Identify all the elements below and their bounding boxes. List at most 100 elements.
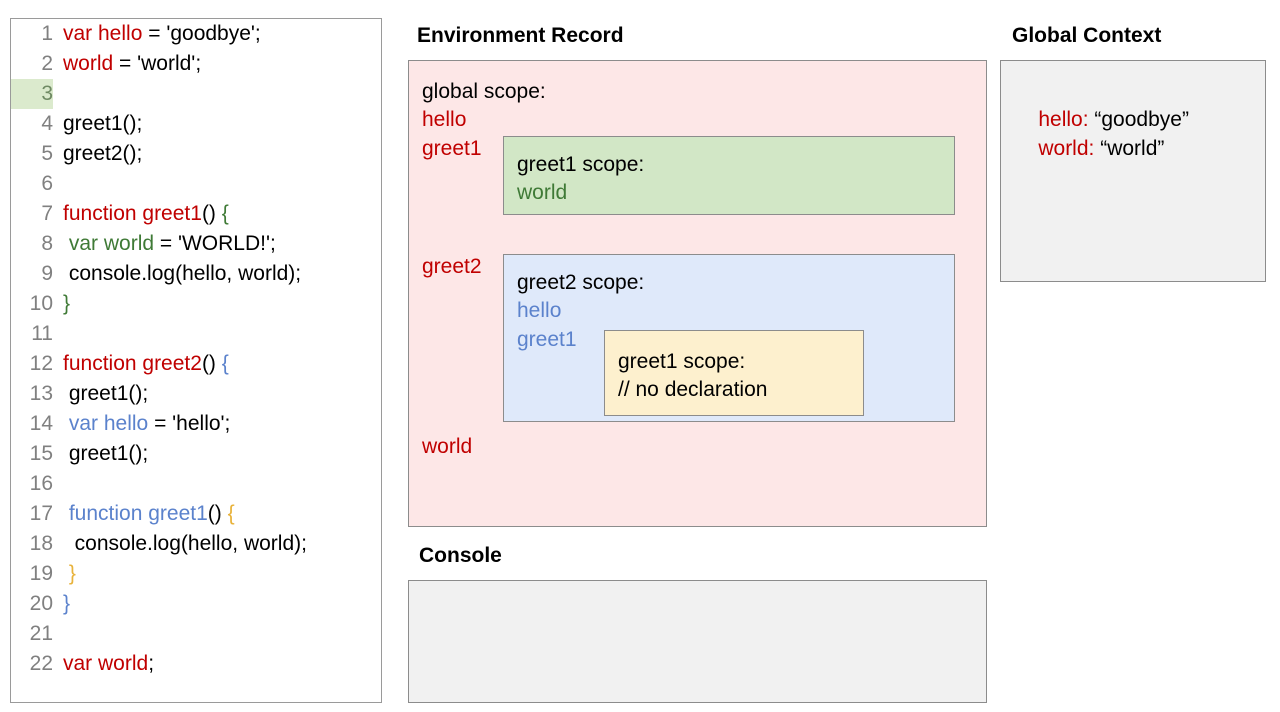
code-line-text: greet1(); bbox=[53, 109, 142, 139]
code-line-number: 14 bbox=[29, 412, 53, 435]
code-token: greet1(); bbox=[63, 382, 149, 405]
global-var-greet2: greet2 bbox=[422, 255, 482, 278]
code-token: } bbox=[68, 562, 76, 585]
global-context-key: world: bbox=[1038, 137, 1095, 160]
code-line[interactable]: 3 bbox=[11, 79, 381, 109]
code-token: var hello bbox=[68, 412, 149, 435]
code-line-number: 20 bbox=[29, 592, 53, 615]
code-token: { bbox=[227, 502, 235, 525]
code-line-text: world = 'world'; bbox=[53, 49, 201, 79]
code-line[interactable]: 16 bbox=[11, 469, 381, 499]
global-context-entry: hello: “goodbye” bbox=[1015, 78, 1189, 162]
code-token: var hello bbox=[63, 22, 143, 45]
code-line[interactable]: 17 function greet1() { bbox=[11, 499, 381, 529]
code-line-number: 5 bbox=[41, 142, 53, 165]
code-line-text: console.log(hello, world); bbox=[53, 529, 307, 559]
code-line-number: 6 bbox=[41, 172, 53, 195]
code-line-number: 18 bbox=[29, 532, 53, 555]
global-context-key: hello: bbox=[1038, 108, 1089, 131]
code-token: } bbox=[63, 592, 71, 615]
code-line-number: 17 bbox=[29, 502, 53, 525]
code-token: () bbox=[207, 502, 228, 525]
code-line-text: var world = 'WORLD!'; bbox=[53, 229, 276, 259]
code-line[interactable]: 6 bbox=[11, 169, 381, 199]
code-token: = 'world'; bbox=[113, 52, 202, 75]
code-line-text: } bbox=[53, 289, 70, 319]
code-line-text: } bbox=[53, 559, 76, 589]
code-line-text: var hello = 'hello'; bbox=[53, 409, 231, 439]
code-line-number: 9 bbox=[41, 262, 53, 285]
code-token: console.log(hello, world); bbox=[63, 532, 307, 555]
code-line[interactable]: 9 console.log(hello, world); bbox=[11, 259, 381, 289]
code-line-number: 11 bbox=[31, 322, 53, 345]
code-token: () bbox=[201, 352, 222, 375]
code-line-text: function greet1() { bbox=[53, 199, 229, 229]
code-token: function greet2 bbox=[63, 352, 202, 375]
code-line[interactable]: 14 var hello = 'hello'; bbox=[11, 409, 381, 439]
code-line-text: greet1(); bbox=[53, 379, 148, 409]
code-token: var world bbox=[63, 652, 149, 675]
global-context-panel: hello: “goodbye” world: “world” bbox=[1000, 60, 1266, 282]
code-line-number: 15 bbox=[29, 442, 53, 465]
code-line-text: greet2(); bbox=[53, 139, 142, 169]
code-line-number: 21 bbox=[29, 622, 53, 645]
code-line[interactable]: 11 bbox=[11, 319, 381, 349]
code-token: var world bbox=[68, 232, 155, 255]
code-line[interactable]: 10} bbox=[11, 289, 381, 319]
code-token: = 'hello'; bbox=[148, 412, 231, 435]
greet1-scope-box: greet1 scope: world bbox=[503, 136, 955, 215]
code-line-number: 13 bbox=[29, 382, 53, 405]
greet2-scope-heading: greet2 scope: bbox=[517, 271, 645, 294]
global-context-title: Global Context bbox=[1012, 24, 1162, 47]
global-var-hello: hello bbox=[422, 108, 467, 131]
code-line-number: 8 bbox=[41, 232, 53, 255]
code-line[interactable]: 5 greet2(); bbox=[11, 139, 381, 169]
code-line-number: 10 bbox=[29, 292, 53, 315]
code-token: { bbox=[221, 202, 229, 225]
code-line-text: var world; bbox=[53, 649, 154, 679]
greet1-inner-scope-note: // no declaration bbox=[618, 378, 768, 401]
code-line-text: var hello = 'goodbye'; bbox=[53, 19, 261, 49]
code-token: () bbox=[201, 202, 222, 225]
code-line-text: greet1(); bbox=[53, 439, 148, 469]
code-token: = 'goodbye'; bbox=[142, 22, 261, 45]
environment-record-panel: global scope: hello greet1 greet2 world … bbox=[408, 60, 987, 527]
code-token: greet1(); bbox=[63, 442, 149, 465]
code-token: = 'WORLD!'; bbox=[154, 232, 276, 255]
code-token: ; bbox=[148, 652, 155, 675]
console-title: Console bbox=[419, 544, 502, 567]
code-line[interactable]: 21 bbox=[11, 619, 381, 649]
code-token: greet2(); bbox=[63, 142, 143, 165]
code-line[interactable]: 19 } bbox=[11, 559, 381, 589]
code-line-text: } bbox=[53, 589, 70, 619]
code-line[interactable]: 15 greet1(); bbox=[11, 439, 381, 469]
code-line[interactable]: 20} bbox=[11, 589, 381, 619]
code-line-number: 22 bbox=[29, 652, 53, 675]
greet1-scope-heading: greet1 scope: bbox=[517, 153, 645, 176]
global-context-value: “goodbye” bbox=[1088, 108, 1189, 131]
global-var-greet1: greet1 bbox=[422, 137, 482, 160]
code-line-text: function greet2() { bbox=[53, 349, 229, 379]
code-line[interactable]: 13 greet1(); bbox=[11, 379, 381, 409]
code-line[interactable]: 18 console.log(hello, world); bbox=[11, 529, 381, 559]
code-token: function greet1 bbox=[68, 502, 208, 525]
global-scope-label: global scope: bbox=[422, 80, 546, 103]
global-var-world: world bbox=[422, 435, 473, 458]
code-token: { bbox=[221, 352, 229, 375]
code-token: } bbox=[63, 292, 71, 315]
greet2-scope-var-hello: hello bbox=[517, 299, 562, 322]
code-line[interactable]: 8 var world = 'WORLD!'; bbox=[11, 229, 381, 259]
environment-record-title: Environment Record bbox=[417, 24, 624, 47]
console-output-panel[interactable] bbox=[408, 580, 987, 703]
code-token: world bbox=[63, 52, 114, 75]
code-line-number: 12 bbox=[29, 352, 53, 375]
code-line-number: 19 bbox=[29, 562, 53, 585]
code-token: console.log(hello, world); bbox=[63, 262, 302, 285]
